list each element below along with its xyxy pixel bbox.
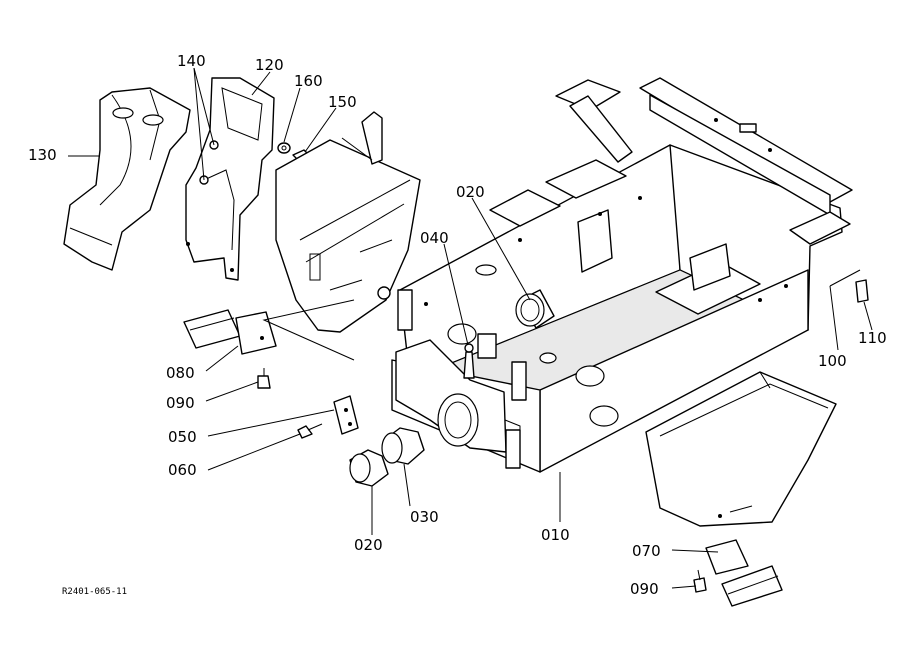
part-030-bushing bbox=[381, 427, 425, 465]
callout-040: 040 bbox=[420, 229, 449, 247]
part-050-block bbox=[333, 395, 359, 435]
callout-060: 060 bbox=[168, 461, 197, 479]
callout-090-left: 090 bbox=[166, 394, 195, 412]
callout-050: 050 bbox=[168, 428, 197, 446]
callout-140: 140 bbox=[177, 52, 206, 70]
callout-080: 080 bbox=[166, 364, 195, 382]
part-020-bushing-upper bbox=[515, 289, 555, 329]
callout-labels: 130 140 120 160 150 020 040 080 090 050 … bbox=[28, 52, 887, 598]
callout-010: 010 bbox=[541, 526, 570, 544]
leader-lines bbox=[68, 67, 873, 589]
callout-070: 070 bbox=[632, 542, 661, 560]
callout-120: 120 bbox=[255, 56, 284, 74]
part-020-bushing-lower bbox=[349, 449, 389, 487]
part-130-cover bbox=[63, 87, 191, 271]
part-160-washer bbox=[277, 142, 291, 154]
part-060-bolt bbox=[297, 423, 323, 439]
tank-assembly bbox=[275, 111, 421, 333]
part-090-bolt-right bbox=[693, 569, 707, 593]
part-090-bolt-left bbox=[257, 368, 271, 389]
part-040-grease-fitting bbox=[463, 333, 497, 379]
callout-160: 160 bbox=[294, 72, 323, 90]
callout-020-lower: 020 bbox=[354, 536, 383, 554]
callout-150: 150 bbox=[328, 93, 357, 111]
callout-110: 110 bbox=[858, 329, 887, 347]
part-070-step-right bbox=[705, 539, 783, 607]
part-100-pin bbox=[829, 269, 861, 287]
callout-020-upper: 020 bbox=[456, 183, 485, 201]
callout-090-right: 090 bbox=[630, 580, 659, 598]
part-080-step-left bbox=[183, 309, 277, 355]
callout-030: 030 bbox=[410, 508, 439, 526]
callout-130: 130 bbox=[28, 146, 57, 164]
part-110-bolt bbox=[855, 279, 869, 303]
part-120-bracket bbox=[185, 77, 275, 281]
callout-100: 100 bbox=[818, 352, 847, 370]
part-010-main-frame bbox=[391, 77, 853, 473]
drawing-code: R2401-065-11 bbox=[62, 587, 127, 597]
right-fender bbox=[645, 371, 837, 527]
